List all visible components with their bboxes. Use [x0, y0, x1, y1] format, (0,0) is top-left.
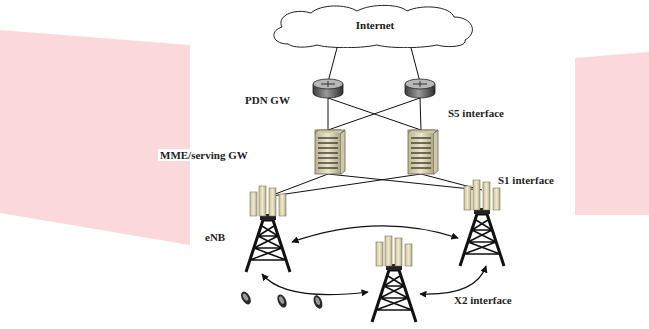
- router-icon: [313, 79, 343, 98]
- label-holder: S1 interface: [496, 170, 556, 188]
- interface-label: S1 interface: [496, 174, 556, 186]
- cloud-node: Internet: [266, 2, 484, 48]
- label-holder: S5 interface: [446, 103, 506, 121]
- cloud-label: Internet: [356, 19, 395, 31]
- label-holder: MME/serving GW: [158, 145, 250, 163]
- pdn-gw-label: PDN GW: [243, 94, 292, 106]
- server-icon: [408, 130, 438, 174]
- enb-label: eNB: [203, 231, 227, 243]
- x2-arcs: [262, 226, 486, 295]
- white-panel: [190, 0, 575, 329]
- pink-band: [0, 30, 190, 245]
- phone-icons: [239, 290, 324, 310]
- pink-band: [575, 52, 649, 215]
- interface-label: S5 interface: [446, 107, 506, 119]
- tower-icon: [246, 186, 290, 272]
- tower-icon: [460, 180, 504, 266]
- server-icon: [315, 130, 345, 174]
- interface-label: X2 interface: [452, 294, 514, 306]
- mme-gw-label: MME/serving GW: [158, 149, 250, 161]
- label-holder: X2 interface: [452, 290, 514, 308]
- label-holder: PDN GW: [243, 90, 292, 108]
- tower-icon: [372, 236, 416, 322]
- label-holder: eNB: [203, 227, 227, 245]
- router-icon: [405, 79, 435, 98]
- link-lines: [270, 44, 482, 196]
